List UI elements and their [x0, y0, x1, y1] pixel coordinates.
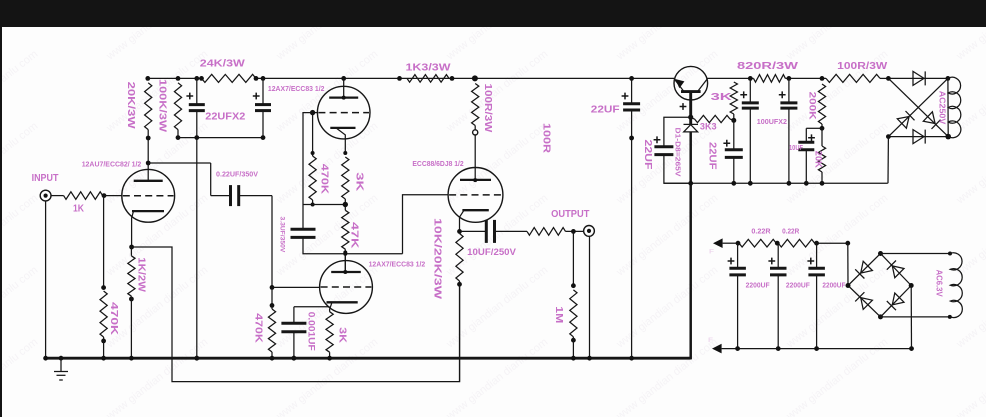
svg-text:1K/2W: 1K/2W: [136, 257, 147, 292]
svg-text:1M: 1M: [553, 306, 564, 323]
svg-text:100R/3W: 100R/3W: [482, 84, 493, 133]
svg-text:470K: 470K: [108, 302, 119, 336]
svg-text:AC250V: AC250V: [938, 91, 947, 125]
svg-text:F: F: [709, 249, 714, 256]
svg-text:10K/20K/3W: 10K/20K/3W: [432, 218, 443, 300]
svg-text:10UF: 10UF: [789, 145, 804, 152]
svg-text:24K/3W: 24K/3W: [200, 59, 246, 70]
svg-text:3K: 3K: [711, 92, 733, 103]
svg-text:20K/3W: 20K/3W: [125, 82, 136, 130]
svg-text:F: F: [708, 337, 713, 344]
svg-text:22UF: 22UF: [707, 142, 718, 170]
svg-text:820R/3W: 820R/3W: [737, 61, 799, 72]
svg-text:100R/3W: 100R/3W: [837, 61, 888, 72]
svg-text:0.001UF: 0.001UF: [307, 312, 317, 352]
svg-text:12AX7/ECC83 1/2: 12AX7/ECC83 1/2: [369, 262, 426, 269]
svg-text:3K3: 3K3: [700, 122, 717, 132]
svg-text:0.22R: 0.22R: [751, 229, 770, 236]
svg-text:100UFX2: 100UFX2: [757, 119, 787, 126]
svg-text:470K: 470K: [319, 164, 330, 195]
svg-text:2200UF: 2200UF: [822, 282, 846, 289]
svg-text:OUTPUT: OUTPUT: [551, 209, 589, 220]
svg-text:0.22UF/350V: 0.22UF/350V: [216, 172, 258, 179]
svg-text:22UF: 22UF: [591, 105, 620, 116]
svg-text:3K: 3K: [354, 172, 365, 192]
svg-text:12AX7/ECC83 1/2: 12AX7/ECC83 1/2: [268, 86, 325, 93]
svg-text:12AU7/ECC82/ 1/2: 12AU7/ECC82/ 1/2: [82, 162, 142, 169]
svg-text:1K: 1K: [73, 204, 85, 215]
svg-text:3.3UF/350V: 3.3UF/350V: [279, 217, 286, 253]
svg-text:100K/3W: 100K/3W: [157, 79, 168, 133]
svg-text:2200UF: 2200UF: [786, 282, 811, 289]
svg-text:100R: 100R: [541, 123, 552, 154]
svg-text:10UF/250V: 10UF/250V: [467, 247, 516, 257]
svg-text:2200UF: 2200UF: [746, 282, 771, 289]
svg-text:470K: 470K: [253, 313, 264, 344]
svg-text:22UF: 22UF: [642, 140, 653, 170]
svg-text:47K: 47K: [349, 222, 360, 249]
svg-text:1K3/3W: 1K3/3W: [406, 63, 452, 74]
svg-text:AC6.3V: AC6.3V: [935, 270, 944, 298]
svg-text:3K: 3K: [337, 327, 348, 344]
svg-text:0.22R: 0.22R: [782, 229, 799, 236]
svg-text:ECC88/6DJ8 1/2: ECC88/6DJ8 1/2: [412, 161, 463, 168]
svg-text:20K: 20K: [813, 151, 823, 169]
svg-text:22UFX2: 22UFX2: [205, 112, 245, 123]
svg-text:D1-D8=265V: D1-D8=265V: [674, 128, 681, 177]
svg-text:200K: 200K: [808, 92, 818, 121]
svg-text:INPUT: INPUT: [32, 173, 59, 184]
